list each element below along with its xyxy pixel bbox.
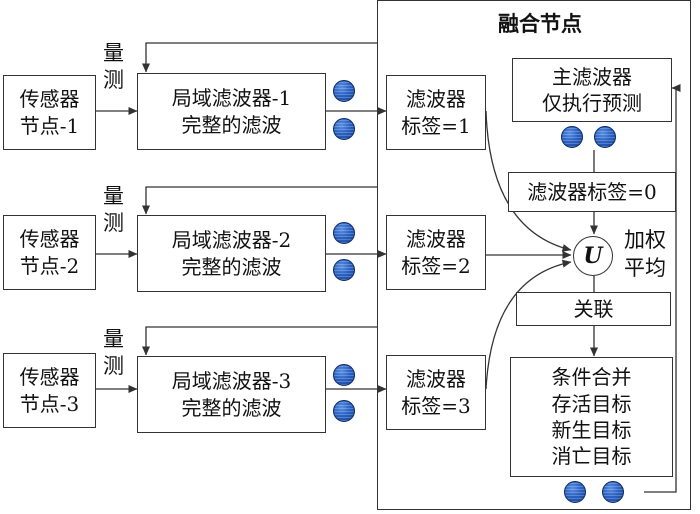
sensor-node-3: 传感器 节点-3 xyxy=(3,353,96,428)
filter-tag-1-line2: 标签=1 xyxy=(401,113,471,138)
measure-label-3-a: 量 xyxy=(103,327,124,351)
feedback-to-filter1 xyxy=(142,42,377,73)
filter-tag-3: 滤波器 标签=3 xyxy=(386,355,486,430)
local-filter-3-name: 局域滤波器-3 xyxy=(171,369,292,394)
filter-tag-3-line2: 标签=3 xyxy=(401,393,471,418)
sensor-node-1-line2: 节点-1 xyxy=(19,113,80,138)
main-filter-name: 主滤波器 xyxy=(552,64,632,89)
feedback-to-filter2 xyxy=(142,186,377,215)
measure-label-1-b: 测 xyxy=(103,68,124,92)
sensor-node-3-line1: 传感器 xyxy=(19,365,80,390)
sensor-node-2-line2: 节点-2 xyxy=(19,253,80,278)
filter-tag-1: 滤波器 标签=1 xyxy=(386,75,486,150)
condition-dying: 消亡目标 xyxy=(551,444,632,469)
local-filter-3: 局域滤波器-3 完整的滤波 xyxy=(137,356,326,433)
local-filter-1-desc: 完整的滤波 xyxy=(181,112,282,137)
fusion-node-title: 融合节点 xyxy=(498,11,582,36)
measure-label-1-a: 量 xyxy=(103,41,124,65)
sensor-node-1: 传感器 节点-1 xyxy=(3,75,96,150)
ball-icon xyxy=(333,118,355,140)
filter-tag-2: 滤波器 标签=2 xyxy=(386,215,486,290)
arrow-loop-to-main-filter xyxy=(644,84,681,493)
ball-icon xyxy=(333,400,355,422)
arrow-tag3-to-u xyxy=(485,259,572,390)
association-label: 关联 xyxy=(573,296,614,321)
local-filter-2-desc: 完整的滤波 xyxy=(181,254,282,279)
association-box: 关联 xyxy=(516,292,671,326)
sensor-node-2: 传感器 节点-2 xyxy=(3,215,96,290)
local-filter-2: 局域滤波器-2 完整的滤波 xyxy=(137,215,326,292)
local-filter-1-name: 局域滤波器-1 xyxy=(171,86,292,111)
filter-tag-0: 滤波器标签=0 xyxy=(508,172,676,212)
measure-label-2-b: 测 xyxy=(103,211,124,235)
union-node: U xyxy=(573,236,613,276)
condition-merge: 条件合并 xyxy=(551,365,632,390)
ball-icon xyxy=(561,126,583,148)
condition-newborn: 新生目标 xyxy=(551,418,632,442)
ball-icon xyxy=(564,481,586,503)
local-filter-3-desc: 完整的滤波 xyxy=(181,395,282,420)
feedback-to-filter3 xyxy=(142,326,377,356)
weighted-average-label-b: 平均 xyxy=(624,256,666,280)
condition-surviving: 存活目标 xyxy=(551,391,632,416)
ball-icon xyxy=(602,481,624,503)
filter-tag-0-label: 滤波器标签=0 xyxy=(527,179,657,204)
ball-icon xyxy=(333,80,355,102)
fusion-node-frame xyxy=(377,0,691,510)
filter-tag-3-line1: 滤波器 xyxy=(406,367,466,392)
filter-tag-1-line1: 滤波器 xyxy=(406,87,466,112)
main-filter: 主滤波器 仅执行预测 xyxy=(512,58,672,122)
filter-tag-2-line1: 滤波器 xyxy=(406,227,466,252)
main-filter-desc: 仅执行预测 xyxy=(542,91,642,115)
conditions-box: 条件合并 存活目标 新生目标 消亡目标 xyxy=(510,357,673,477)
ball-icon xyxy=(333,222,355,244)
sensor-node-1-line1: 传感器 xyxy=(19,87,80,112)
weighted-average-label-a: 加权 xyxy=(624,228,666,252)
local-filter-2-name: 局域滤波器-2 xyxy=(171,228,292,253)
ball-icon xyxy=(333,259,355,281)
ball-icon xyxy=(333,364,355,386)
measure-label-3-b: 测 xyxy=(103,354,124,378)
ball-icon xyxy=(594,126,616,148)
filter-tag-2-line2: 标签=2 xyxy=(401,253,471,278)
sensor-node-2-line1: 传感器 xyxy=(19,227,80,252)
sensor-node-3-line2: 节点-3 xyxy=(19,391,80,416)
local-filter-1: 局域滤波器-1 完整的滤波 xyxy=(137,73,326,150)
measure-label-2-a: 量 xyxy=(103,184,124,208)
